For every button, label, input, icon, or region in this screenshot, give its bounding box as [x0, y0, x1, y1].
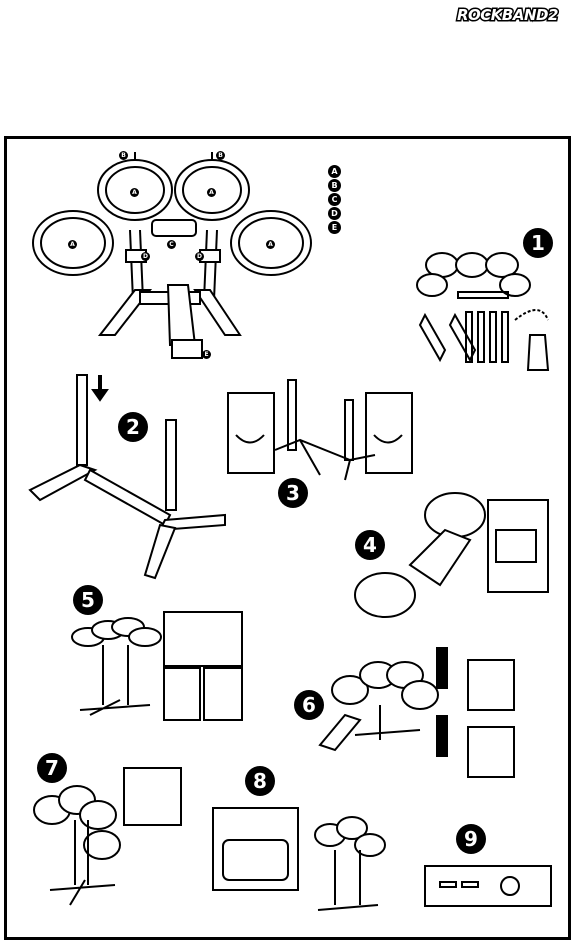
legend-b: B — [328, 179, 341, 192]
step-number-1: 1 — [523, 228, 553, 258]
step-3-adjust — [228, 380, 412, 480]
step-number-3: 3 — [278, 478, 308, 508]
tag-c: C — [167, 240, 176, 249]
tag-e: E — [202, 350, 211, 359]
step-number-6: 6 — [294, 690, 324, 720]
legend-e: E — [328, 221, 341, 234]
tag-b: B — [119, 151, 128, 160]
tag-a: A — [130, 188, 139, 197]
legend-a: A — [328, 165, 341, 178]
step-4-pedal — [355, 493, 548, 617]
legend-c: C — [328, 193, 341, 206]
step-number-2: 2 — [118, 412, 148, 442]
step-2-stand — [30, 375, 225, 578]
step-number-8: 8 — [245, 766, 275, 796]
tag-b: B — [216, 151, 225, 160]
step-1-parts — [417, 253, 548, 370]
legend-d: D — [328, 207, 341, 220]
tag-a: A — [207, 188, 216, 197]
step-7-cable — [34, 768, 181, 905]
tag-d: D — [141, 252, 150, 261]
step-6-connect — [320, 648, 514, 777]
step-9-console — [425, 866, 551, 906]
step-number-9: 9 — [456, 824, 486, 854]
drum-kit-overview — [33, 152, 311, 358]
step-5-pads — [72, 612, 242, 720]
tag-a: A — [68, 240, 77, 249]
tag-a: A — [266, 240, 275, 249]
step-number-5: 5 — [73, 585, 103, 615]
step-number-7: 7 — [37, 753, 67, 783]
step-8-pedal-connect — [213, 808, 385, 910]
tag-d: D — [195, 252, 204, 261]
step-number-4: 4 — [355, 530, 385, 560]
legend: A B C D E — [328, 165, 342, 235]
